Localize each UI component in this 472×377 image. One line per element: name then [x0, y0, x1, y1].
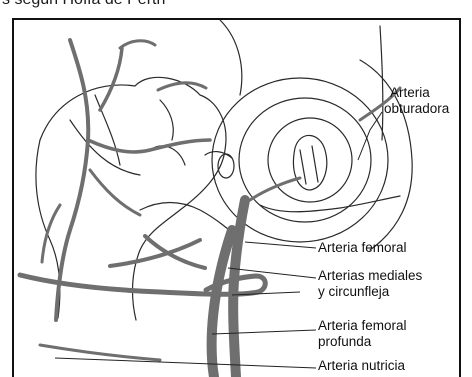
label-nutricia: Arteria nutricia [318, 358, 405, 374]
label-profunda-line1: Arteria femoral [318, 318, 407, 334]
label-mediales-line2: y circunfleja [318, 284, 389, 300]
label-mediales-line1: Arterias mediales [318, 268, 422, 284]
label-obturadora-line1: Arteria [390, 85, 430, 101]
label-profunda-line2: profunda [318, 334, 371, 350]
label-femoral: Arteria femoral [318, 240, 407, 256]
label-obturadora-line2: obturadora [384, 101, 449, 117]
